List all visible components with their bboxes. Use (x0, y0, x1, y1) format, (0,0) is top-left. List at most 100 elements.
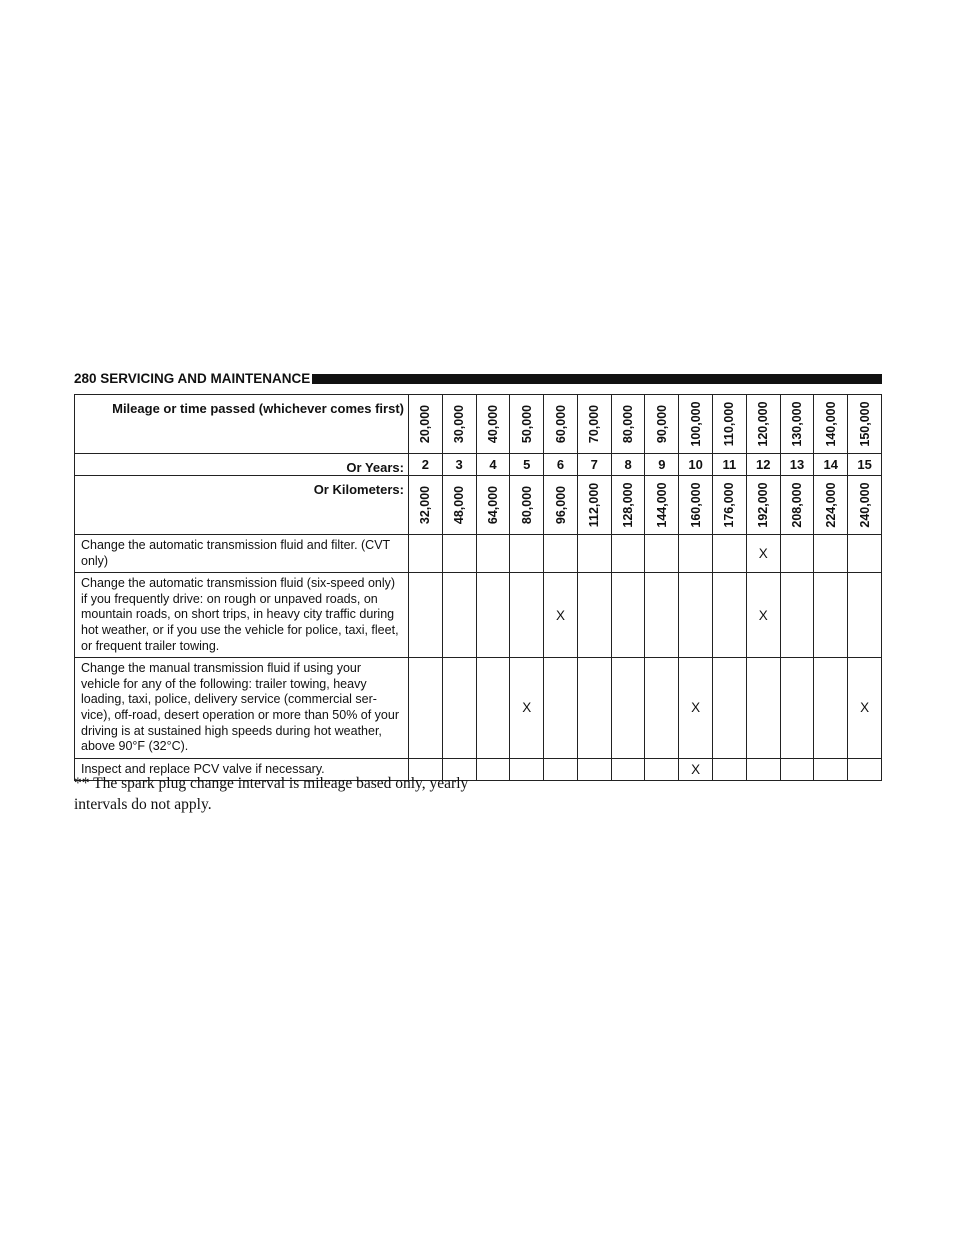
mileage-value: 100,000 (688, 401, 703, 447)
kilometer-cell: 224,000 (813, 475, 849, 535)
empty-cell (779, 533, 815, 574)
empty-cell (779, 757, 815, 782)
kilometer-value: 208,000 (789, 482, 804, 528)
empty-cell (745, 757, 781, 782)
empty-cell (847, 572, 882, 659)
year-cell: 2 (408, 453, 443, 476)
year-cell: 6 (543, 453, 578, 476)
mileage-cell: 40,000 (475, 394, 511, 454)
kilometers-label: Or Kilometers: (74, 475, 409, 535)
year-cell: 9 (644, 453, 680, 476)
empty-cell (644, 572, 680, 659)
kilometer-cell: 192,000 (745, 475, 781, 535)
year-cell: 5 (509, 453, 545, 476)
task-description: Change the manual transmission fluid if … (74, 657, 409, 759)
empty-cell (813, 757, 849, 782)
empty-cell (610, 572, 646, 659)
mileage-header-row: Mileage or time passed (whichever comes … (74, 394, 882, 454)
empty-cell (678, 533, 714, 574)
empty-cell (475, 572, 511, 659)
kilometer-cell: 208,000 (779, 475, 815, 535)
empty-cell (813, 572, 849, 659)
empty-cell (509, 572, 545, 659)
empty-cell (712, 572, 747, 659)
mileage-value: 40,000 (485, 404, 500, 444)
kilometer-value: 64,000 (485, 485, 500, 525)
empty-cell (610, 757, 646, 782)
empty-cell (610, 657, 646, 759)
kilometer-value: 80,000 (519, 485, 534, 525)
kilometer-cell: 144,000 (644, 475, 680, 535)
page-header: 280 SERVICING AND MAINTENANCE (74, 371, 882, 387)
empty-cell (610, 533, 646, 574)
mileage-value: 20,000 (418, 404, 433, 444)
mileage-value: 140,000 (823, 401, 838, 447)
empty-cell (779, 657, 815, 759)
empty-cell (408, 533, 443, 574)
empty-cell (644, 757, 680, 782)
kilometer-value: 48,000 (452, 485, 467, 525)
kilometer-cell: 128,000 (610, 475, 646, 535)
year-cell: 11 (712, 453, 747, 476)
empty-cell (475, 533, 511, 574)
kilometer-value: 160,000 (688, 482, 703, 528)
header-rule (312, 374, 882, 384)
year-cell: 4 (475, 453, 511, 476)
service-mark: X (678, 757, 714, 782)
empty-cell (678, 572, 714, 659)
service-mark: X (745, 533, 781, 574)
mileage-value: 130,000 (789, 401, 804, 447)
mileage-value: 30,000 (452, 404, 467, 444)
year-cell: 3 (441, 453, 477, 476)
mileage-cell: 30,000 (441, 394, 477, 454)
page-header-label: 280 SERVICING AND MAINTENANCE (74, 371, 311, 386)
maintenance-schedule-table: Mileage or time passed (whichever comes … (74, 394, 882, 782)
empty-cell (576, 572, 612, 659)
kilometer-value: 96,000 (553, 485, 568, 525)
year-cell: 8 (610, 453, 646, 476)
service-mark: X (678, 657, 714, 759)
table-row: Change the manual transmission fluid if … (74, 657, 882, 759)
year-cell: 7 (576, 453, 612, 476)
table-row: Change the automatic transmission fluid … (74, 572, 882, 659)
mileage-value: 80,000 (621, 404, 636, 444)
empty-cell (745, 657, 781, 759)
kilometer-cell: 176,000 (712, 475, 747, 535)
mileage-value: 90,000 (654, 404, 669, 444)
mileage-value: 60,000 (553, 404, 568, 444)
empty-cell (441, 533, 477, 574)
mileage-value: 50,000 (519, 404, 534, 444)
mileage-cell: 60,000 (543, 394, 578, 454)
kilometer-cell: 32,000 (408, 475, 443, 535)
empty-cell (509, 757, 545, 782)
mileage-value: 110,000 (722, 401, 737, 447)
empty-cell (813, 533, 849, 574)
empty-cell (847, 533, 882, 574)
empty-cell (441, 572, 477, 659)
mileage-cell: 90,000 (644, 394, 680, 454)
kilometer-cell: 240,000 (847, 475, 882, 535)
empty-cell (644, 657, 680, 759)
empty-cell (543, 657, 578, 759)
mileage-cell: 20,000 (408, 394, 443, 454)
kilometer-value: 224,000 (823, 482, 838, 528)
empty-cell (408, 657, 443, 759)
spark-plug-footnote: ** The spark plug change interval is mil… (74, 775, 469, 813)
task-description: Change the automatic transmission fluid … (74, 572, 409, 659)
mileage-cell: 100,000 (678, 394, 714, 454)
empty-cell (576, 533, 612, 574)
kilometer-value: 112,000 (587, 482, 602, 528)
year-cell: 15 (847, 453, 882, 476)
mileage-value: 150,000 (857, 401, 872, 447)
empty-cell (576, 657, 612, 759)
empty-cell (475, 657, 511, 759)
empty-cell (543, 757, 578, 782)
empty-cell (576, 757, 612, 782)
empty-cell (712, 757, 747, 782)
empty-cell (543, 533, 578, 574)
empty-cell (779, 572, 815, 659)
kilometer-cell: 64,000 (475, 475, 511, 535)
service-mark: X (543, 572, 578, 659)
kilometer-value: 240,000 (857, 482, 872, 528)
